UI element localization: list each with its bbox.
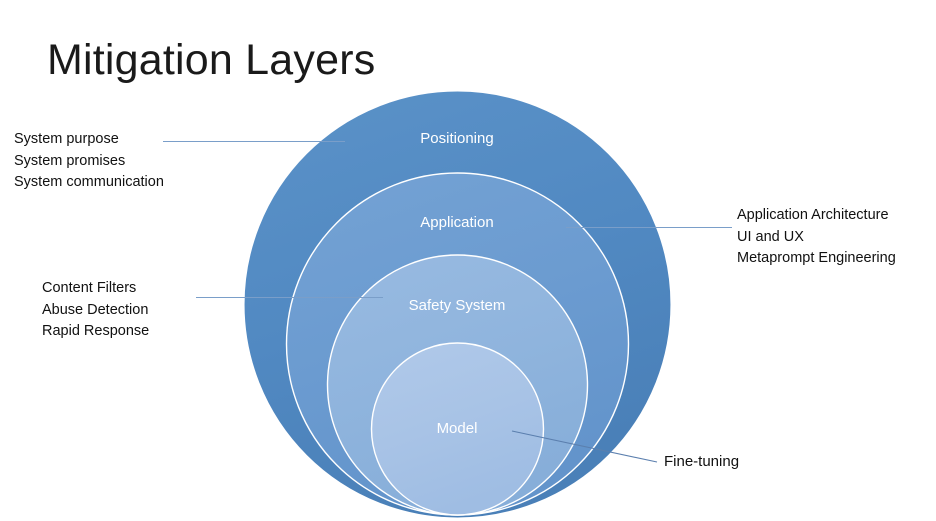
callout-safety-system-line-3: Rapid Response — [42, 323, 150, 339]
callout-safety-system: Content Filters Abuse Detection Rapid Re… — [42, 278, 149, 343]
callout-model-line-1: Fine-tuning — [664, 453, 740, 470]
layer-label-model: Model — [437, 420, 478, 437]
page-title: Mitigation Layers — [47, 36, 376, 84]
layer-label-positioning: Positioning — [420, 130, 493, 147]
callout-positioning: System purpose System promises System co… — [14, 129, 164, 194]
layer-circle-model[interactable] — [370, 342, 545, 516]
layer-label-application: Application — [420, 214, 493, 231]
callout-model: Fine-tuning — [664, 451, 739, 473]
callout-application-line-3: Metaprompt Engineering — [737, 250, 896, 266]
callout-positioning-line-2: System promises — [14, 152, 126, 169]
callout-positioning-line-1: System purpose — [14, 131, 119, 147]
callout-application-line-1: Application Architecture — [737, 207, 889, 223]
callout-safety-system-line-2: Abuse Detection — [42, 301, 149, 318]
callout-safety-system-line-1: Content Filters — [42, 280, 137, 296]
callout-positioning-line-3: System communication — [14, 174, 164, 190]
layer-label-safety-system: Safety System — [409, 297, 506, 314]
callout-application: Application Architecture UI and UX Metap… — [737, 205, 896, 270]
callout-application-line-2: UI and UX — [737, 228, 804, 245]
leader-line-model — [511, 430, 658, 463]
